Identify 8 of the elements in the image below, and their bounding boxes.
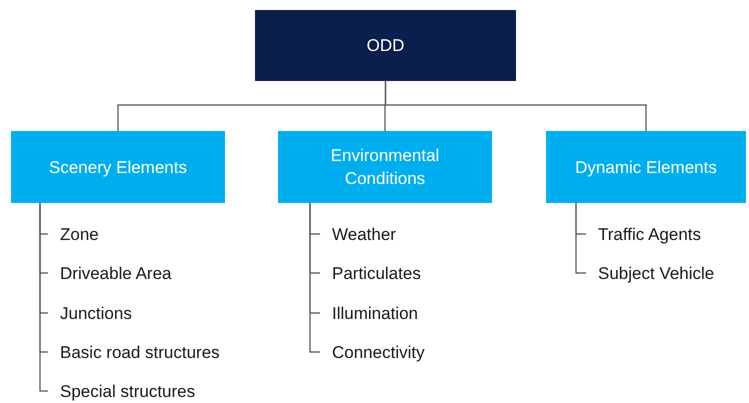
connector-line: [39, 203, 48, 392]
connector-line: [575, 203, 586, 274]
connector-line: [384, 81, 647, 131]
category-box: Environmental Conditions: [278, 131, 492, 203]
category-box: Scenery Elements: [11, 131, 225, 203]
root-box: ODD: [255, 10, 516, 81]
category-box: Dynamic Elements: [546, 131, 746, 203]
connector-line: [309, 203, 320, 353]
